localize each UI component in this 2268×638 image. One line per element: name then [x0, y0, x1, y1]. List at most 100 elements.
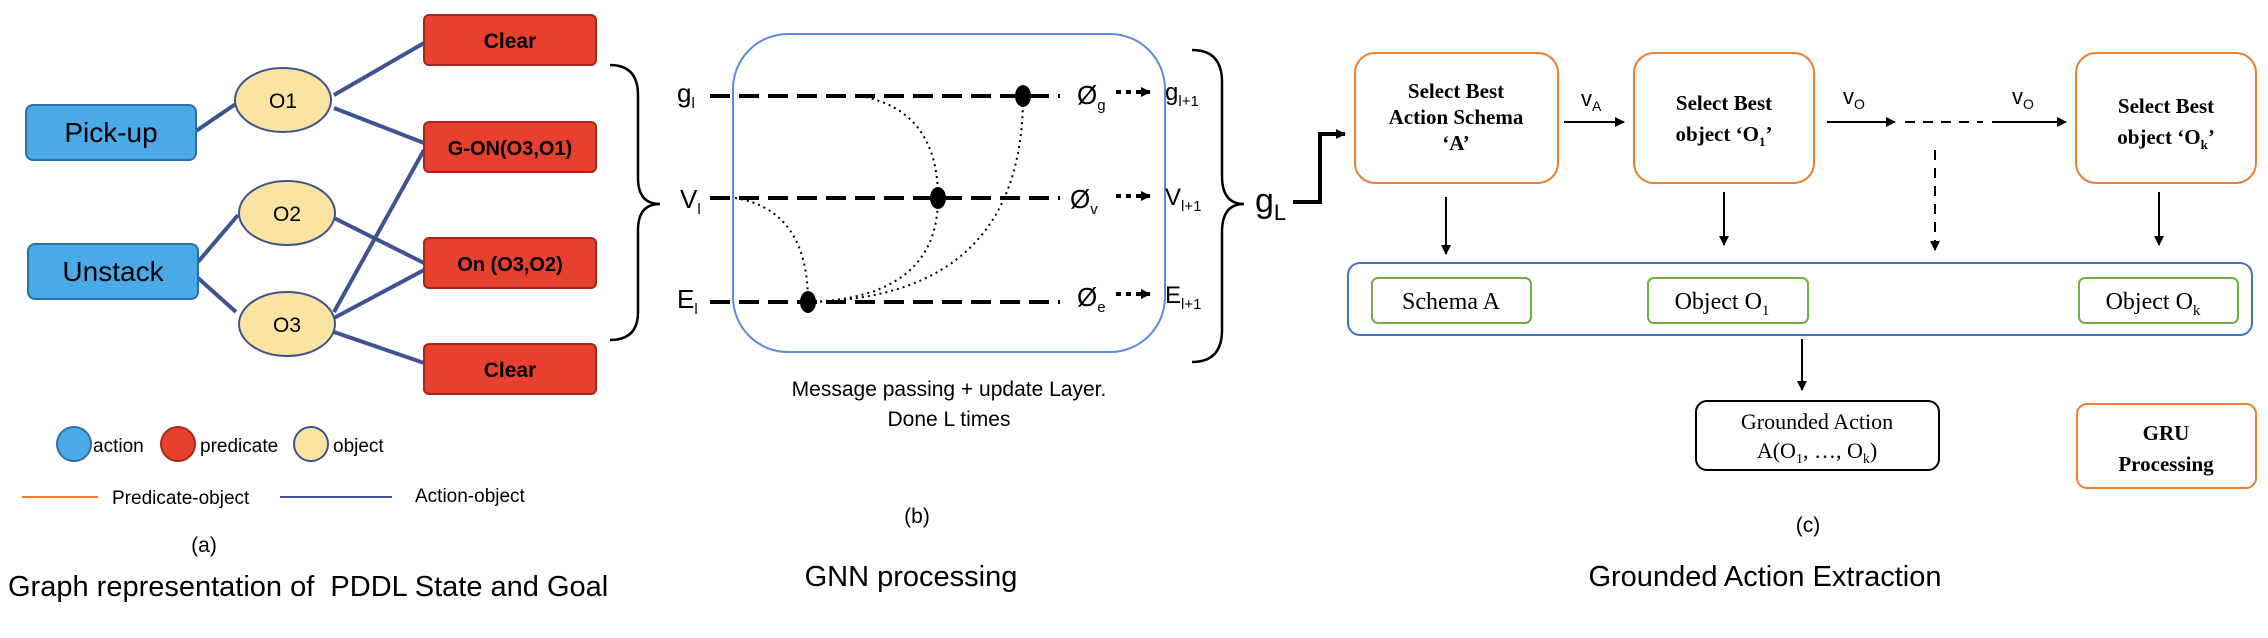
- gnn-final-output-main: g: [1255, 182, 1274, 220]
- gnn-box-caption-line2: Done L times: [888, 408, 1011, 431]
- object-node-o3-label: O3: [273, 314, 301, 337]
- grounded-action-value-end: ): [1870, 438, 1877, 463]
- action-node-pickup: [25, 104, 197, 161]
- update-g: Øg: [1077, 80, 1106, 114]
- edge-o1-gon: [333, 106, 425, 145]
- predicate-node-clear-1-label: Clear: [484, 30, 537, 53]
- predicate-node-gon-label: G-ON(O3,O1): [448, 138, 572, 160]
- select-ok-line2: object ‘Ok’: [2117, 125, 2215, 152]
- arc-e-to-g: [807, 95, 1024, 303]
- gnn-layer-box: [732, 33, 1166, 353]
- output-v-main: V: [1165, 184, 1181, 211]
- edge-o3-gon: [332, 149, 426, 313]
- grounded-action-value: A(O1, …, Ok): [1757, 438, 1877, 467]
- edge-pickup-o1: [194, 99, 242, 133]
- arc-v-to-e: [734, 197, 809, 303]
- update-e-sub: e: [1097, 299, 1105, 316]
- node-dot-v: [930, 187, 946, 209]
- legend-action-object-label: Action-object: [415, 486, 526, 507]
- grounded-action-value-mid: , …, O: [1803, 438, 1863, 463]
- object-node-o2-label: O2: [273, 203, 301, 226]
- legend-action-label: action: [93, 436, 144, 457]
- select-o1-line2-main: object ‘O: [1676, 122, 1759, 146]
- select-ok-line2-end: ’: [2208, 125, 2215, 149]
- select-schema-box: [1354, 52, 1559, 184]
- object-o1-label: Object O1: [1675, 289, 1770, 319]
- object-node-o1-label: O1: [269, 90, 297, 113]
- predicate-node-on-label: On (O3,O2): [457, 254, 563, 276]
- object-o1-label-sub: 1: [1762, 303, 1770, 319]
- object-ok-label-main: Object O: [2106, 289, 2193, 315]
- gnn-final-output-sub: L: [1274, 200, 1286, 225]
- legend-object-swatch: [293, 426, 329, 462]
- object-o1-label-main: Object O: [1675, 289, 1762, 315]
- output-g-sub: l+1: [1178, 93, 1198, 110]
- predicate-node-clear-2-label: Clear: [484, 359, 537, 382]
- object-o1-box: [1647, 277, 1809, 324]
- panel-b-label: (b): [904, 505, 930, 528]
- brace-b: [1191, 48, 1245, 364]
- input-g: gl: [677, 78, 695, 112]
- action-node-unstack-label: Unstack: [62, 256, 164, 287]
- input-g-main: g: [677, 78, 691, 108]
- panel-a-label: (a): [191, 534, 217, 557]
- grounded-action-value-sk: k: [1863, 452, 1870, 467]
- output-v: Vl+1: [1165, 184, 1201, 215]
- action-object-edges: [194, 41, 426, 365]
- select-o1-line2-end: ’: [1765, 122, 1772, 146]
- label-vo-1-main: v: [1843, 84, 1854, 109]
- connector-gl-to-schema: [1293, 129, 1346, 204]
- select-o1-line1: Select Best: [1676, 91, 1772, 115]
- object-ok-label: Object Ok: [2106, 289, 2201, 319]
- label-vo-2: vO: [2012, 84, 2034, 112]
- grounded-action-title: Grounded Action: [1741, 409, 1893, 434]
- output-e-sub: l+1: [1181, 296, 1201, 313]
- grounded-action-box: [1695, 400, 1940, 471]
- legend-predicate-label: predicate: [200, 436, 278, 457]
- select-schema-line2: Action Schema: [1389, 105, 1524, 129]
- object-node-o1: [234, 67, 332, 133]
- select-ok-line1: Select Best: [2118, 94, 2214, 118]
- edge-o2-on: [333, 216, 425, 265]
- update-v: Øv: [1070, 184, 1098, 218]
- gru-processing-line1: GRU: [2143, 421, 2190, 445]
- label-vo-1-sub: O: [1854, 96, 1865, 112]
- schema-a-box: [1371, 277, 1532, 324]
- gru-processing-box: [2076, 403, 2257, 489]
- label-va-sub: A: [1592, 98, 1602, 114]
- brace-a: [609, 63, 661, 342]
- panel-c: Select Best Action Schema ‘A’ vA Select …: [1347, 52, 2257, 593]
- legend-predicate-swatch: [160, 426, 196, 462]
- select-ok-line2-main: object ‘O: [2117, 125, 2200, 149]
- legend: action predicate object Predicate-object…: [22, 426, 526, 509]
- input-e-sub: l: [694, 301, 697, 318]
- output-e-main: E: [1165, 282, 1181, 309]
- object-ok-box: [2078, 277, 2239, 324]
- select-ok-box: [2075, 52, 2257, 184]
- legend-object-label: object: [333, 436, 384, 457]
- input-v-main: V: [680, 184, 698, 214]
- message-arcs: [734, 95, 1024, 303]
- object-node-o2: [238, 180, 336, 246]
- grounded-action-value-a: A(O: [1757, 438, 1796, 463]
- object-node-o3: [238, 291, 336, 357]
- update-e-main: Ø: [1077, 282, 1097, 312]
- gnn-box-caption-line1: Message passing + update Layer.: [792, 378, 1107, 401]
- select-ok-line2-sub: k: [2201, 137, 2209, 152]
- label-vo-1: vO: [1843, 84, 1865, 112]
- node-dot-e: [800, 291, 816, 313]
- update-e: Øe: [1077, 282, 1106, 316]
- predicate-node-gon: [423, 121, 597, 173]
- legend-predicate-object-label: Predicate-object: [112, 488, 250, 509]
- panel-b-caption: GNN processing: [805, 561, 1018, 593]
- output-v-sub: l+1: [1181, 198, 1201, 215]
- arc-e-to-v: [807, 197, 939, 303]
- predicate-node-clear-1: [423, 14, 597, 66]
- input-g-sub: l: [691, 95, 694, 112]
- update-g-main: Ø: [1077, 80, 1097, 110]
- select-schema-line1: Select Best: [1408, 79, 1504, 103]
- select-o1-line2-sub: 1: [1759, 134, 1766, 149]
- node-dot-g: [1015, 85, 1031, 107]
- output-e: El+1: [1165, 282, 1201, 313]
